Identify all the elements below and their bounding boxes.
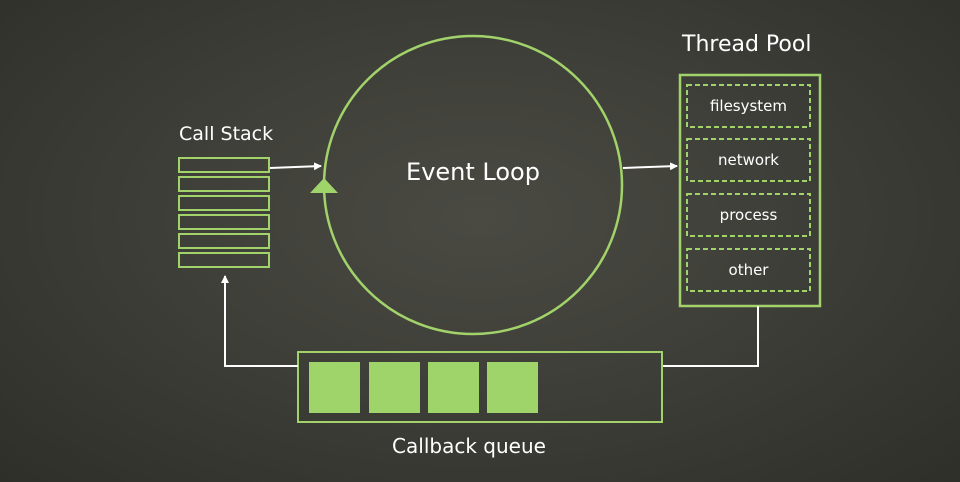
loop-to-pool-arrow <box>622 162 678 171</box>
thread-pool-item-filesystem: filesystem <box>709 97 788 115</box>
thread-pool-slot-process <box>686 193 811 237</box>
callback-queue-item <box>369 362 420 413</box>
call-stack <box>178 157 270 268</box>
callback-queue-title: Callback queue <box>392 434 546 458</box>
thread-pool-item-other: other <box>728 261 769 279</box>
event-loop-direction-icon <box>310 178 338 193</box>
thread-pool-item-process: process <box>719 206 778 224</box>
callback-queue-item <box>309 362 360 413</box>
queue-to-stack-arrow <box>221 275 298 367</box>
call-stack-frame <box>178 252 270 268</box>
thread-pool-box <box>678 73 822 308</box>
thread-pool-item-network: network <box>718 151 779 169</box>
thread-pool-title: Thread Pool <box>682 32 812 57</box>
call-stack-frame <box>178 157 270 173</box>
thread-pool-slot-filesystem <box>686 84 811 128</box>
thread-pool-slot-network <box>686 138 811 182</box>
call-stack-frame <box>178 195 270 211</box>
call-stack-frame <box>178 214 270 230</box>
callback-queue-item <box>428 362 479 413</box>
callback-queue-box <box>297 351 663 423</box>
thread-pool-slot-other <box>686 248 811 292</box>
call-stack-frame <box>178 233 270 249</box>
pool-to-queue-connector <box>662 306 759 367</box>
event-loop-label: Event Loop <box>406 158 540 186</box>
call-stack-title: Call Stack <box>179 123 274 145</box>
callback-queue-item <box>487 362 538 413</box>
call-stack-frame <box>178 176 270 192</box>
stack-to-loop-arrow <box>269 162 322 171</box>
